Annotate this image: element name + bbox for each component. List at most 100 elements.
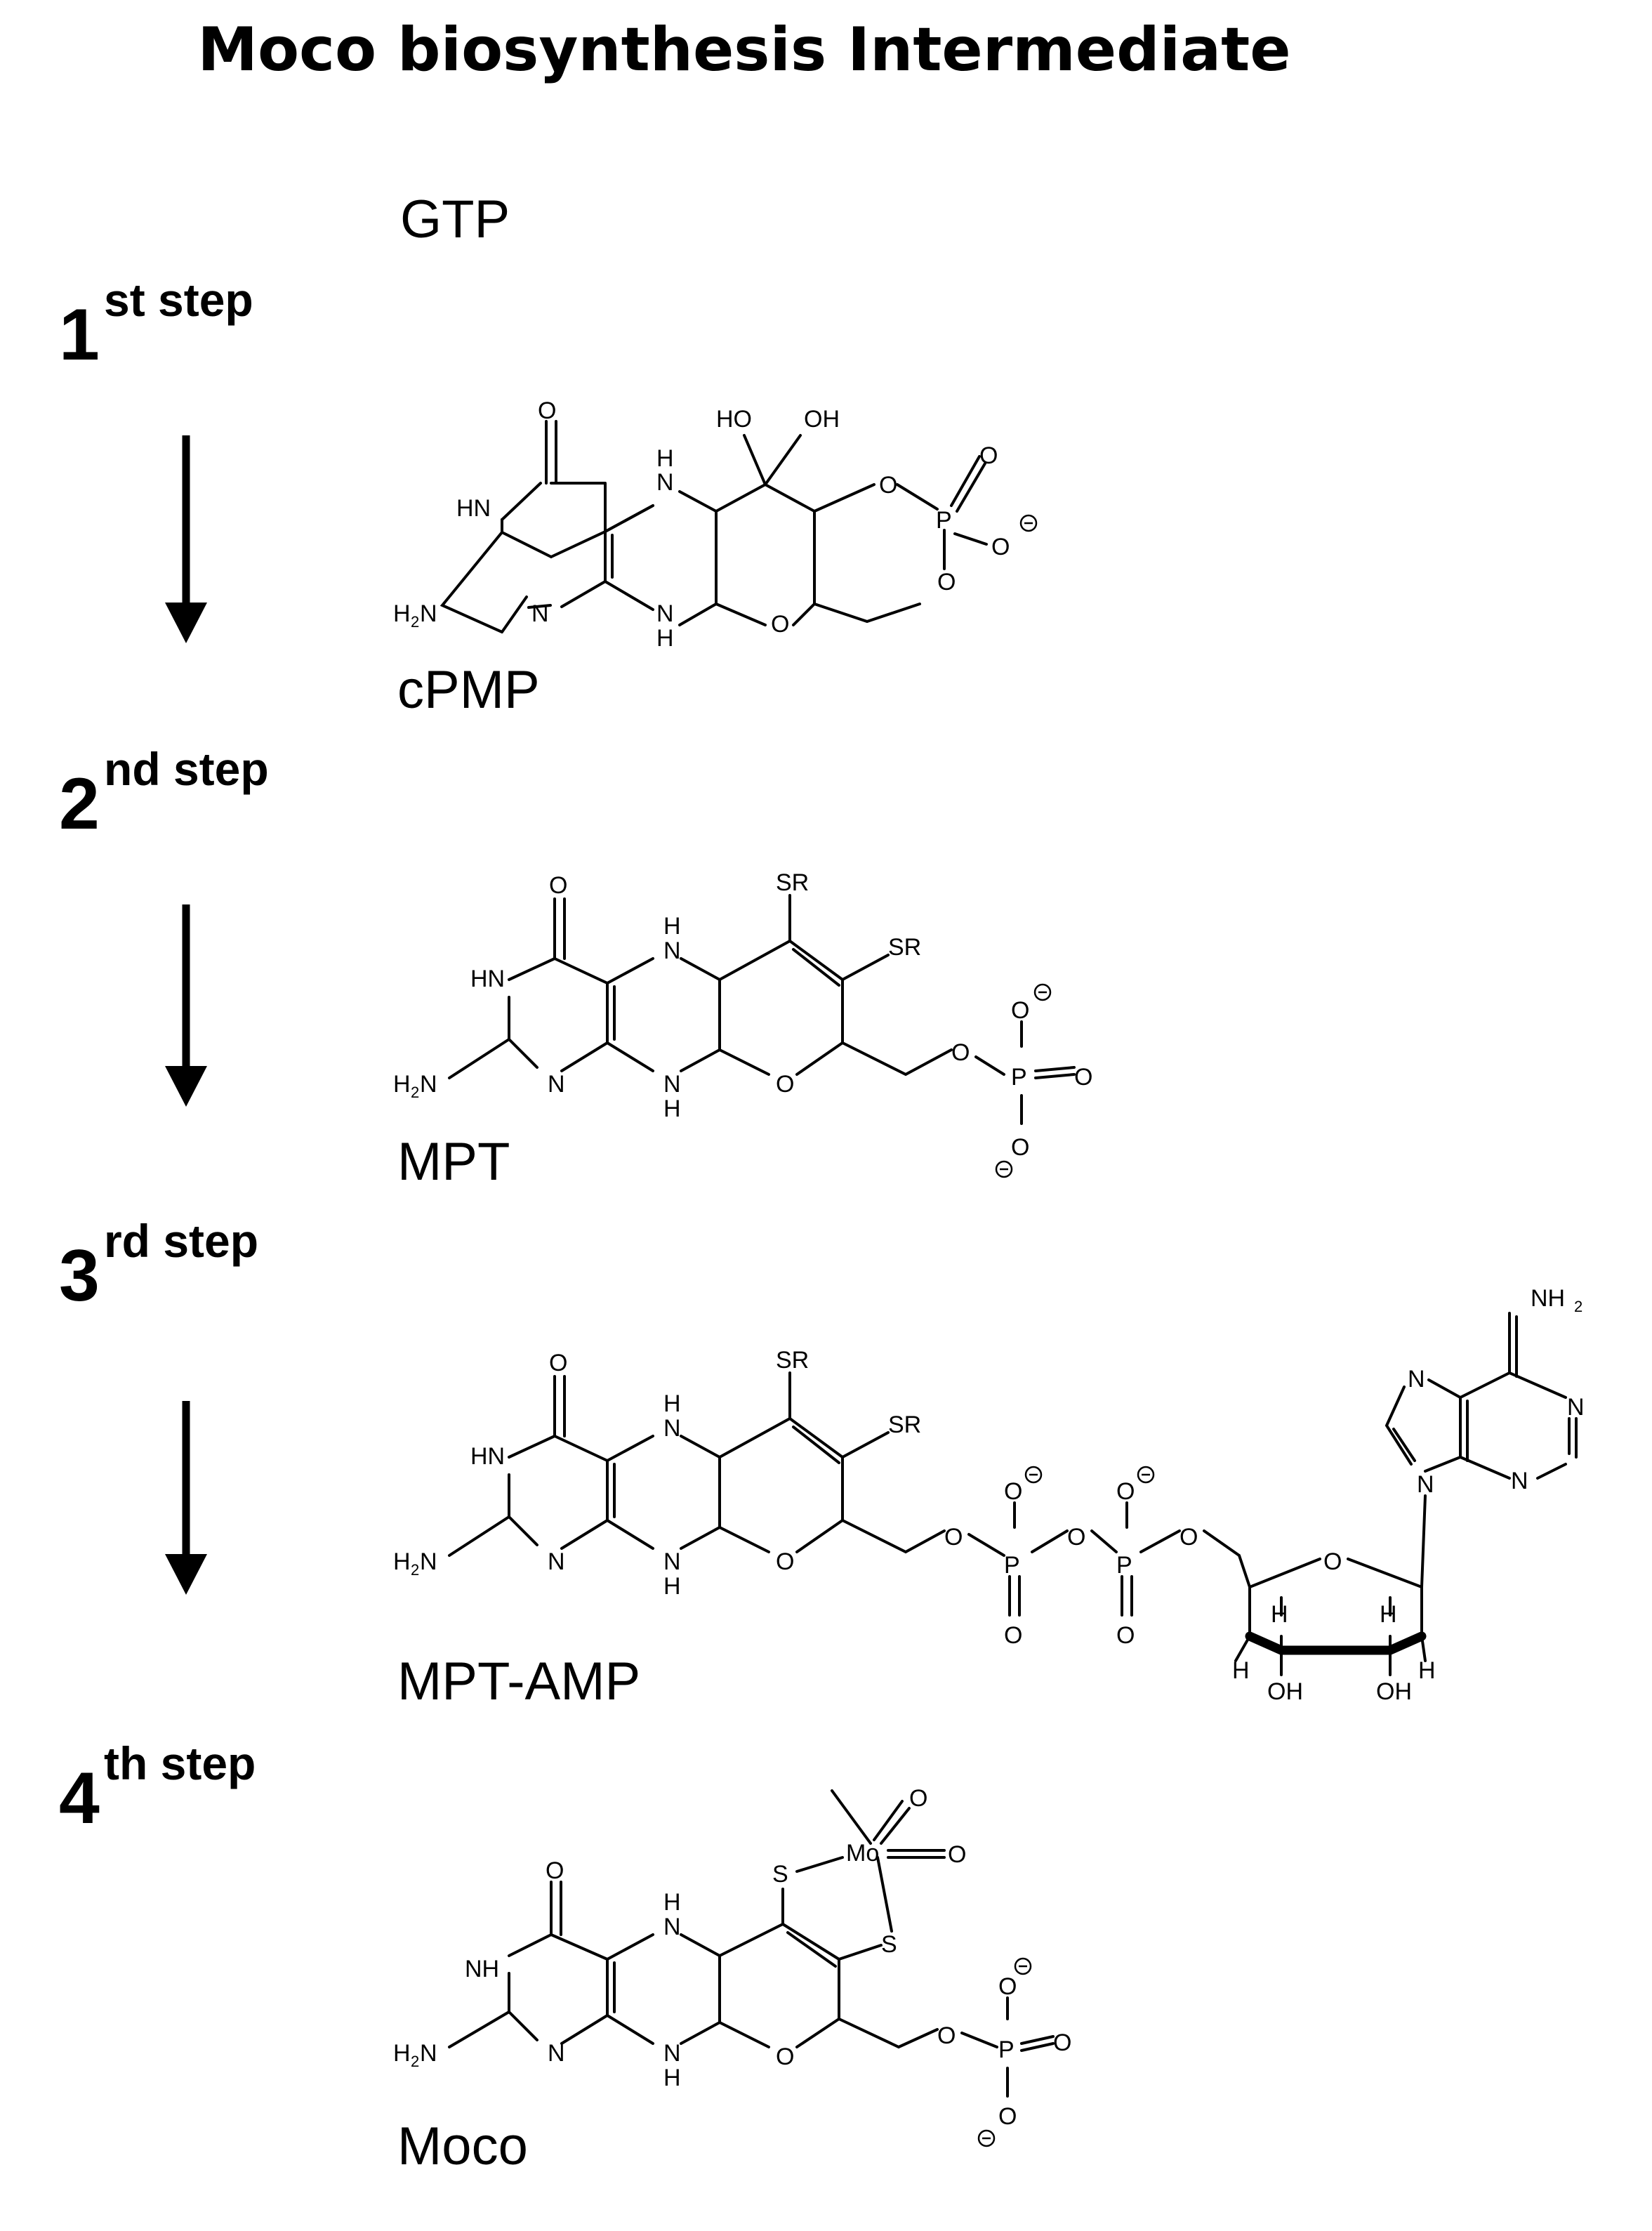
svg-text:nd step: nd step [104,743,269,795]
svg-text:O: O [991,534,1010,560]
diagram-title: Moco biosynthesis Intermediate [197,15,1290,85]
svg-text:O: O [998,1973,1017,2000]
svg-text:th step: th step [104,1737,256,1789]
svg-text:O: O [937,569,956,595]
svg-text:H: H [663,2065,681,2091]
svg-text:O: O [1116,1622,1135,1649]
negative-charge-icon [995,1160,1013,1178]
svg-text:NH: NH [465,1956,499,1982]
svg-text:N: N [663,937,681,964]
svg-text:N: N [663,1071,681,1098]
negative-charge-icon [1033,983,1052,1001]
negative-charge-icon [977,2129,996,2147]
svg-text:H: H [1232,1657,1250,1684]
svg-text:O: O [771,611,789,638]
svg-text:2: 2 [411,2053,419,2070]
svg-text:OH: OH [804,406,840,433]
svg-text:SR: SR [888,1411,921,1438]
svg-text:P: P [1116,1552,1132,1579]
svg-text:N: N [663,1548,681,1575]
svg-text:2: 2 [1574,1298,1582,1315]
svg-text:1: 1 [59,294,100,376]
svg-text:2: 2 [59,763,100,845]
svg-text:O: O [1074,1064,1092,1091]
svg-text:O: O [549,872,567,899]
svg-text:N: N [663,1914,681,1940]
svg-text:H: H [663,1573,681,1600]
svg-text:N: N [420,600,437,627]
svg-text:H: H [393,2040,411,2067]
svg-text:N: N [531,600,549,627]
svg-text:HO: HO [716,406,752,433]
svg-text:rd step: rd step [104,1215,258,1267]
svg-text:N: N [420,2040,437,2067]
svg-text:P: P [998,2036,1015,2063]
svg-text:O: O [879,472,897,499]
svg-text:O: O [1053,2029,1071,2056]
svg-text:N: N [548,2040,565,2067]
svg-text:HN: HN [456,495,491,522]
compound-name-moco: Moco [397,2117,528,2176]
step-label-2: 2 nd step [59,743,269,845]
svg-text:2: 2 [411,1561,419,1579]
svg-text:H: H [656,625,674,652]
compound-name-mpt: MPT [397,1132,510,1192]
svg-text:H: H [393,1071,411,1098]
svg-text:O: O [1067,1524,1085,1551]
svg-text:H: H [663,913,681,940]
step-arrow-3 [165,1401,207,1595]
svg-text:N: N [656,469,674,496]
svg-text:O: O [776,1548,794,1575]
svg-text:N: N [548,1071,565,1098]
svg-text:H: H [663,1889,681,1916]
structure-cpmp: O HN H 2 N N H N N H O HO OH O P O O O [393,397,1038,652]
svg-text:O: O [979,442,998,469]
step-arrow-1 [165,435,207,643]
svg-text:P: P [936,507,952,534]
svg-text:O: O [1116,1478,1135,1505]
negative-charge-icon [1024,1466,1043,1484]
negative-charge-icon [1014,1957,1032,1975]
compound-name-cpmp: cPMP [397,660,540,720]
svg-text:N: N [420,1071,437,1098]
negative-charge-icon [1137,1466,1155,1484]
svg-text:H: H [393,1548,411,1575]
svg-text:O: O [1179,1524,1198,1551]
svg-text:st step: st step [104,274,253,326]
svg-text:H: H [656,445,674,472]
step-label-3: 3 rd step [59,1215,258,1317]
compound-name-gtp: GTP [400,190,510,249]
svg-text:S: S [772,1861,788,1888]
compound-name-mpt-amp: MPT-AMP [397,1652,640,1711]
step-label-1: 1 st step [59,274,253,376]
svg-text:H: H [663,1095,681,1122]
svg-text:O: O [776,2044,794,2070]
svg-text:H: H [1418,1657,1436,1684]
svg-text:3: 3 [59,1235,100,1317]
svg-text:O: O [948,1841,966,1868]
step-arrow-2 [165,904,207,1107]
svg-text:2: 2 [411,613,419,631]
negative-charge-icon [1019,514,1038,532]
svg-text:N: N [1408,1366,1425,1393]
svg-text:SR: SR [776,1347,809,1374]
svg-text:2: 2 [411,1084,419,1101]
svg-text:N: N [1417,1471,1434,1498]
svg-text:P: P [1011,1064,1027,1091]
svg-text:O: O [1004,1622,1022,1649]
svg-text:N: N [1567,1394,1585,1421]
svg-text:O: O [1011,997,1029,1024]
svg-text:OH: OH [1267,1678,1303,1705]
svg-text:O: O [998,2103,1017,2130]
svg-text:N: N [420,1548,437,1575]
svg-text:N: N [548,1548,565,1575]
svg-text:O: O [951,1039,970,1066]
svg-text:N: N [663,2040,681,2067]
svg-text:O: O [549,1350,567,1376]
svg-text:Mo: Mo [846,1840,879,1867]
svg-text:N: N [656,600,674,627]
svg-text:S: S [881,1931,897,1958]
svg-text:HN: HN [470,966,505,992]
svg-text:O: O [944,1524,963,1551]
